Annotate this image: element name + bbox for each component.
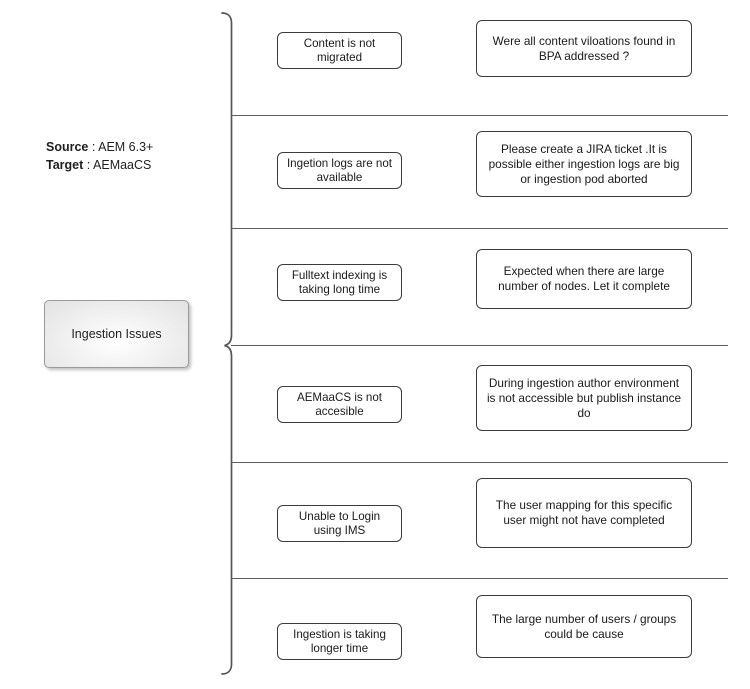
- answer-node-label: The user mapping for this specific user …: [495, 498, 673, 527]
- issue-node[interactable]: Unable to Login using IMS: [277, 505, 402, 542]
- issue-node-label: Content is not migrated: [303, 36, 376, 64]
- answer-node-label: Expected when there are large number of …: [498, 264, 670, 293]
- metadata-key-source: Source: [46, 140, 89, 154]
- row-divider-4: [231, 462, 728, 463]
- issue-node[interactable]: Ingetion logs are not available: [277, 152, 402, 189]
- answer-node[interactable]: Were all content viloations found in BPA…: [476, 20, 692, 77]
- issue-node[interactable]: Ingestion is taking longer time: [277, 623, 402, 660]
- row-divider-2: [231, 228, 728, 229]
- answer-node-label: The large number of users / groups could…: [491, 611, 677, 641]
- answer-node-label: Were all content viloations found in BPA…: [492, 33, 676, 63]
- root-node-ingestion-issues[interactable]: Ingestion Issues: [44, 300, 189, 368]
- issue-node[interactable]: Fulltext indexing is taking long time: [277, 264, 402, 301]
- metadata-key-target: Target: [46, 158, 84, 172]
- issue-node[interactable]: Content is not migrated: [277, 32, 402, 69]
- root-node-label: Ingestion Issues: [71, 327, 162, 341]
- answer-node[interactable]: The user mapping for this specific user …: [476, 478, 692, 548]
- answer-node[interactable]: During ingestion author environment is n…: [476, 365, 692, 431]
- answer-node-label: Please create a JIRA ticket .It is possi…: [488, 141, 680, 186]
- issue-node-label: Unable to Login using IMS: [298, 509, 381, 537]
- issue-node-label: AEMaaCS is not accesible: [296, 390, 383, 418]
- answer-node[interactable]: The large number of users / groups could…: [476, 595, 692, 658]
- answer-node[interactable]: Please create a JIRA ticket .It is possi…: [476, 131, 692, 197]
- metadata-line-target: Target : AEMaaCS: [46, 156, 153, 174]
- metadata-line-source: Source : AEM 6.3+: [46, 138, 153, 156]
- row-divider-1: [231, 115, 728, 116]
- issue-node-label: Ingestion is taking longer time: [293, 627, 386, 655]
- source-target-metadata: Source : AEM 6.3+ Target : AEMaaCS: [46, 138, 153, 174]
- metadata-value-target: AEMaaCS: [93, 158, 152, 172]
- metadata-value-source: AEM 6.3+: [98, 140, 154, 154]
- metadata-separator-source: :: [88, 140, 99, 154]
- metadata-separator-target: :: [83, 158, 94, 172]
- issue-node-label: Ingetion logs are not available: [286, 156, 393, 184]
- issue-node-label: Fulltext indexing is taking long time: [291, 268, 388, 296]
- answer-node-label: During ingestion author environment is n…: [486, 375, 682, 420]
- row-divider-5: [231, 578, 728, 579]
- issue-node[interactable]: AEMaaCS is not accesible: [277, 386, 402, 423]
- row-divider-3: [231, 345, 728, 346]
- answer-node[interactable]: Expected when there are large number of …: [476, 249, 692, 309]
